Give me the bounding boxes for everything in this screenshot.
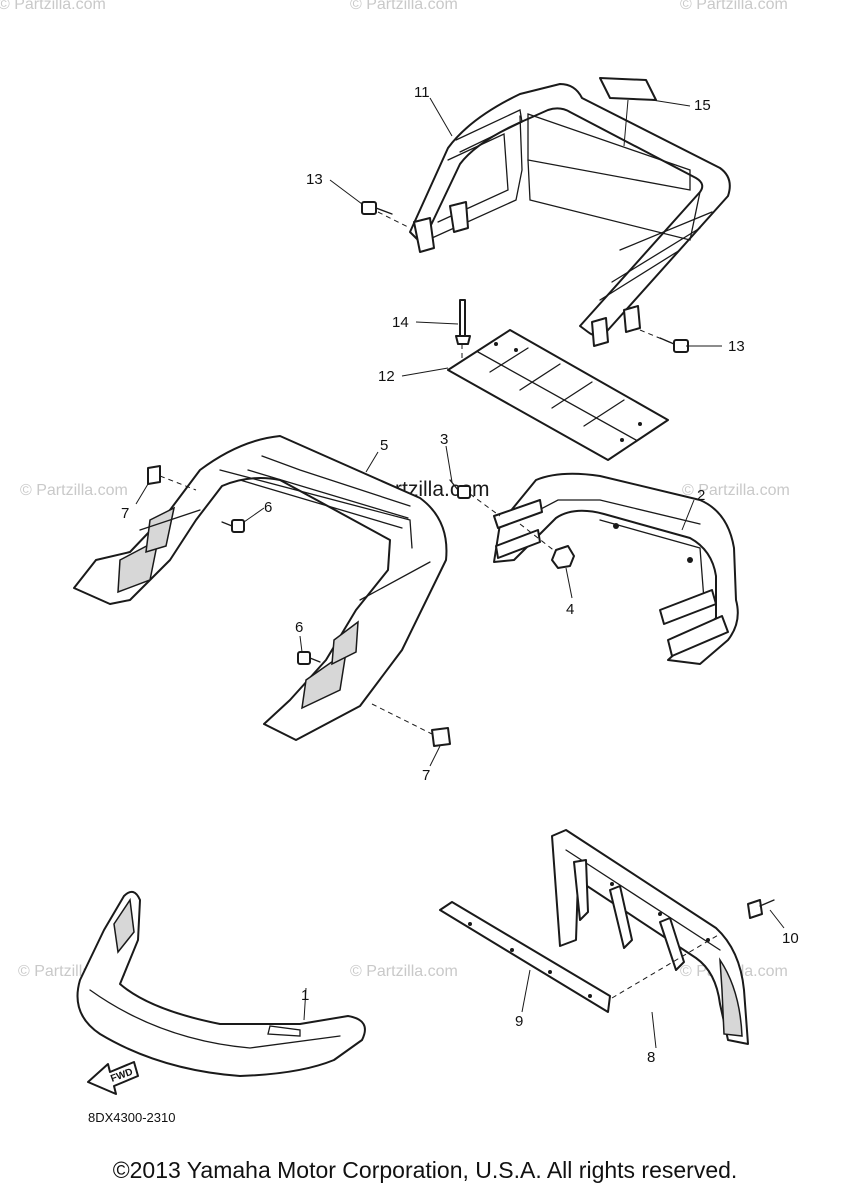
- part-14-rivet: [455, 299, 471, 345]
- part-6-screw-upper: [221, 519, 245, 533]
- part-12-plate: [447, 329, 669, 461]
- watermark-top-center: © Partzilla.com: [350, 0, 458, 13]
- callout-3: 3: [440, 431, 448, 448]
- part-13-bolt-right: [659, 337, 689, 353]
- watermark-mid-right: © Partzilla.com: [682, 482, 790, 499]
- callout-6-upper: 6: [264, 499, 272, 516]
- callout-15: 15: [694, 97, 711, 114]
- callout-12: 12: [378, 368, 395, 385]
- callout-13-left: 13: [306, 171, 323, 188]
- callout-1: 1: [301, 987, 309, 1004]
- callout-2: 2: [697, 487, 705, 504]
- part-11-rear-rack: [409, 83, 731, 347]
- part-8-mud-flap: [551, 829, 749, 1045]
- watermark-mid-left: © Partzilla.com: [20, 482, 128, 499]
- callout-5: 5: [380, 437, 388, 454]
- part-4-nut: [551, 545, 575, 569]
- callout-7-lower: 7: [422, 767, 430, 784]
- callout-10: 10: [782, 930, 799, 947]
- part-9-bar: [439, 901, 611, 1013]
- leader-lines: [135, 97, 785, 1049]
- part-6-screw-lower: [297, 651, 321, 665]
- part-3-bolt: [449, 479, 471, 499]
- callout-13-right: 13: [728, 338, 745, 355]
- callout-14: 14: [392, 314, 409, 331]
- part-2-side-guard: [493, 472, 739, 665]
- watermark-top-left: © Partzilla.com: [0, 0, 106, 13]
- callout-7-upper: 7: [121, 505, 129, 522]
- callout-8: 8: [647, 1049, 655, 1066]
- diagram-code: 8DX4300-2310: [88, 1110, 175, 1125]
- part-7-clip-upper: [147, 465, 161, 485]
- watermark-top-right: © Partzilla.com: [680, 0, 788, 13]
- part-5-rear-bumper: [73, 435, 448, 741]
- fwd-arrow: FWD: [87, 1061, 139, 1095]
- callout-4: 4: [566, 601, 574, 618]
- part-15-label: [599, 77, 657, 101]
- part-10-rivet: [747, 899, 775, 919]
- callout-11: 11: [414, 84, 430, 101]
- copyright-notice: ©2013 Yamaha Motor Corporation, U.S.A. A…: [112, 1157, 738, 1183]
- callout-9: 9: [515, 1013, 523, 1030]
- callout-6-lower: 6: [295, 619, 303, 636]
- callout-numbers: 11 15 13 13 14 12 3 5 6 6 7 7 2 4 1 9 8 …: [121, 84, 799, 1066]
- part-13-bolt-left: [361, 201, 393, 215]
- part-1-front-bumper: [76, 890, 366, 1077]
- watermark-low-center: © Partzilla.com: [350, 963, 458, 980]
- part-7-clip-lower: [431, 727, 451, 747]
